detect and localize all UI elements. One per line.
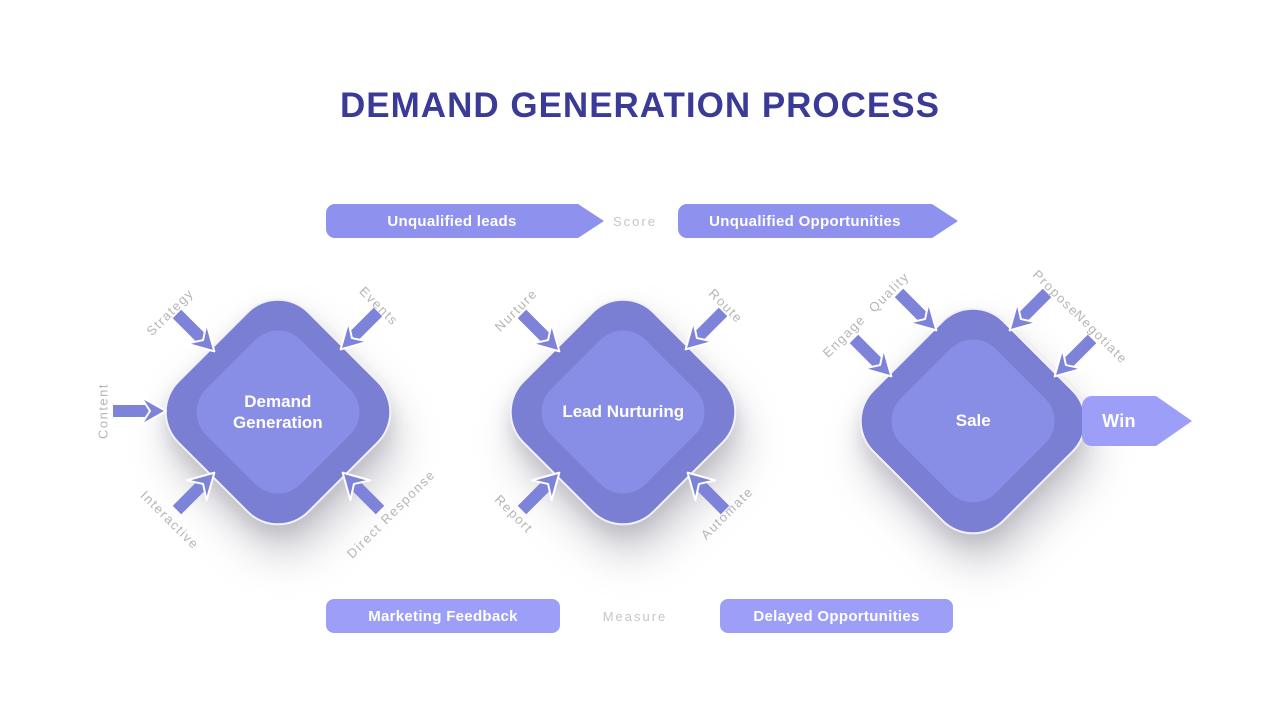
ribbon-win: Win (1082, 396, 1192, 446)
report-arrow-icon (511, 461, 570, 520)
propose-arrow-icon (998, 282, 1057, 341)
ribbon-arrow-tip-icon (1156, 396, 1192, 446)
interactive-arrow-icon (166, 461, 225, 520)
ribbon-delayed-opportunities: Delayed Opportunities (720, 599, 953, 633)
ribbon-marketing-feedback-label: Marketing Feedback (368, 607, 518, 625)
automate-arrow-icon (676, 461, 735, 520)
input-label-content: Content (95, 382, 111, 440)
diamond-outer: Sale (841, 289, 1105, 553)
ribbon-marketing-feedback: Marketing Feedback (326, 599, 560, 633)
events-arrow-icon (329, 301, 388, 360)
stage-label: Sale (955, 411, 991, 431)
ribbon-unqualified-opportunities-label: Unqualified Opportunities (709, 212, 901, 230)
stage-label: Lead Nurturing (562, 402, 684, 422)
quality-arrow-icon (888, 282, 947, 341)
ribbon-unqualified-leads-label: Unqualified leads (387, 212, 517, 230)
route-arrow-icon (674, 301, 733, 360)
diamond-inner: Sale (878, 326, 1068, 516)
stage-label: Demand Generation (233, 391, 323, 432)
strategy-arrow-icon (166, 303, 225, 362)
ribbon-unqualified-opportunities: Unqualified Opportunities (678, 204, 958, 238)
stage-sale: Sale (841, 289, 1105, 553)
ribbon-win-label: Win (1102, 410, 1136, 431)
page-title: DEMAND GENERATION PROCESS (340, 86, 940, 125)
connector-score: Score (613, 214, 657, 229)
ribbon-arrow-tip-icon (932, 204, 958, 238)
content-arrow-icon (113, 396, 167, 426)
nurture-arrow-icon (511, 303, 570, 362)
ribbon-unqualified-leads: Unqualified leads (326, 204, 604, 238)
direct-response-arrow-icon (331, 461, 390, 520)
ribbon-arrow-tip-icon (578, 204, 604, 238)
ribbon-delayed-opportunities-label: Delayed Opportunities (753, 607, 920, 625)
engage-arrow-icon (843, 328, 902, 387)
negotiate-arrow-icon (1043, 328, 1102, 387)
connector-measure: Measure (602, 609, 668, 624)
